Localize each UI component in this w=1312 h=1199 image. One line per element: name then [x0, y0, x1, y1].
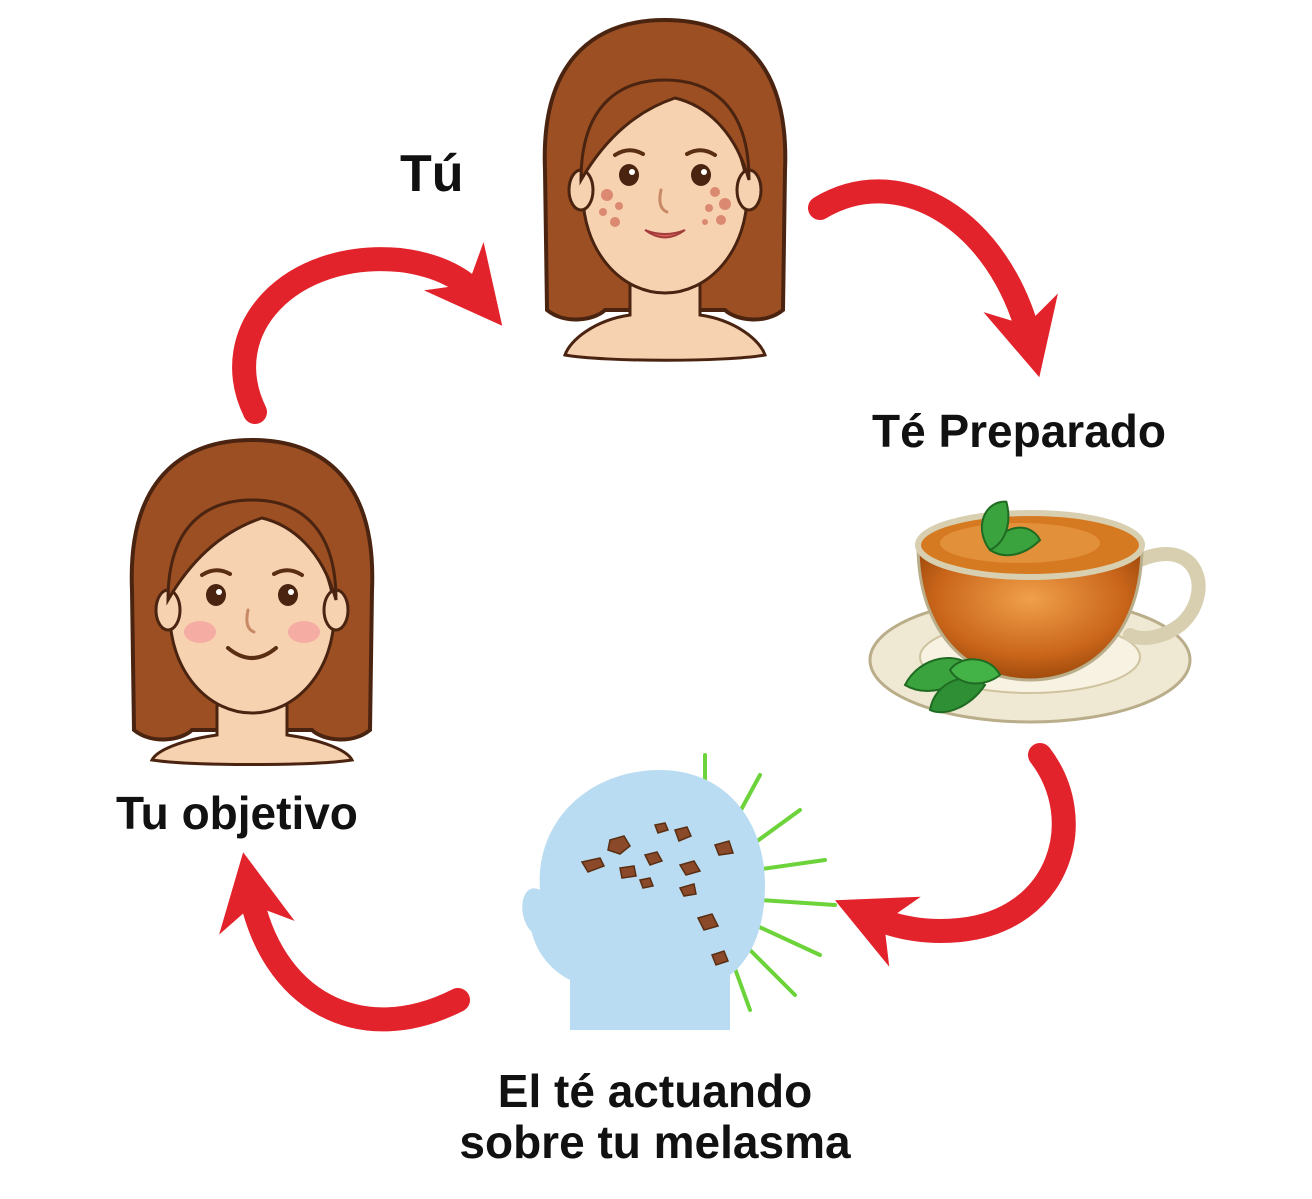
melasma-spots — [580, 822, 734, 966]
arrow-goal-to-you — [232, 241, 503, 424]
label-your-goal: Tu objetivo — [116, 787, 358, 839]
label-tea-acting-line1: El té actuando — [497, 1065, 813, 1117]
woman-face-clear-skin-icon — [129, 437, 375, 766]
arrow-you-to-tea — [808, 179, 1058, 378]
label-tea-acting-line2: sobre tu melasma — [459, 1115, 851, 1168]
tea-cup-with-mint-icon — [868, 500, 1206, 724]
skin-spots — [599, 187, 731, 227]
arrow-tea-to-head — [834, 743, 1076, 967]
head-with-melasma-icon — [522, 753, 837, 1030]
arrow-head-to-goal — [219, 852, 470, 1032]
woman-face-with-spots-icon — [542, 17, 788, 362]
label-you: Tú — [400, 145, 464, 203]
label-tea-acting: El té actuando sobre tu melasma — [400, 1066, 910, 1167]
label-prepared-tea: Té Preparado — [872, 405, 1166, 457]
